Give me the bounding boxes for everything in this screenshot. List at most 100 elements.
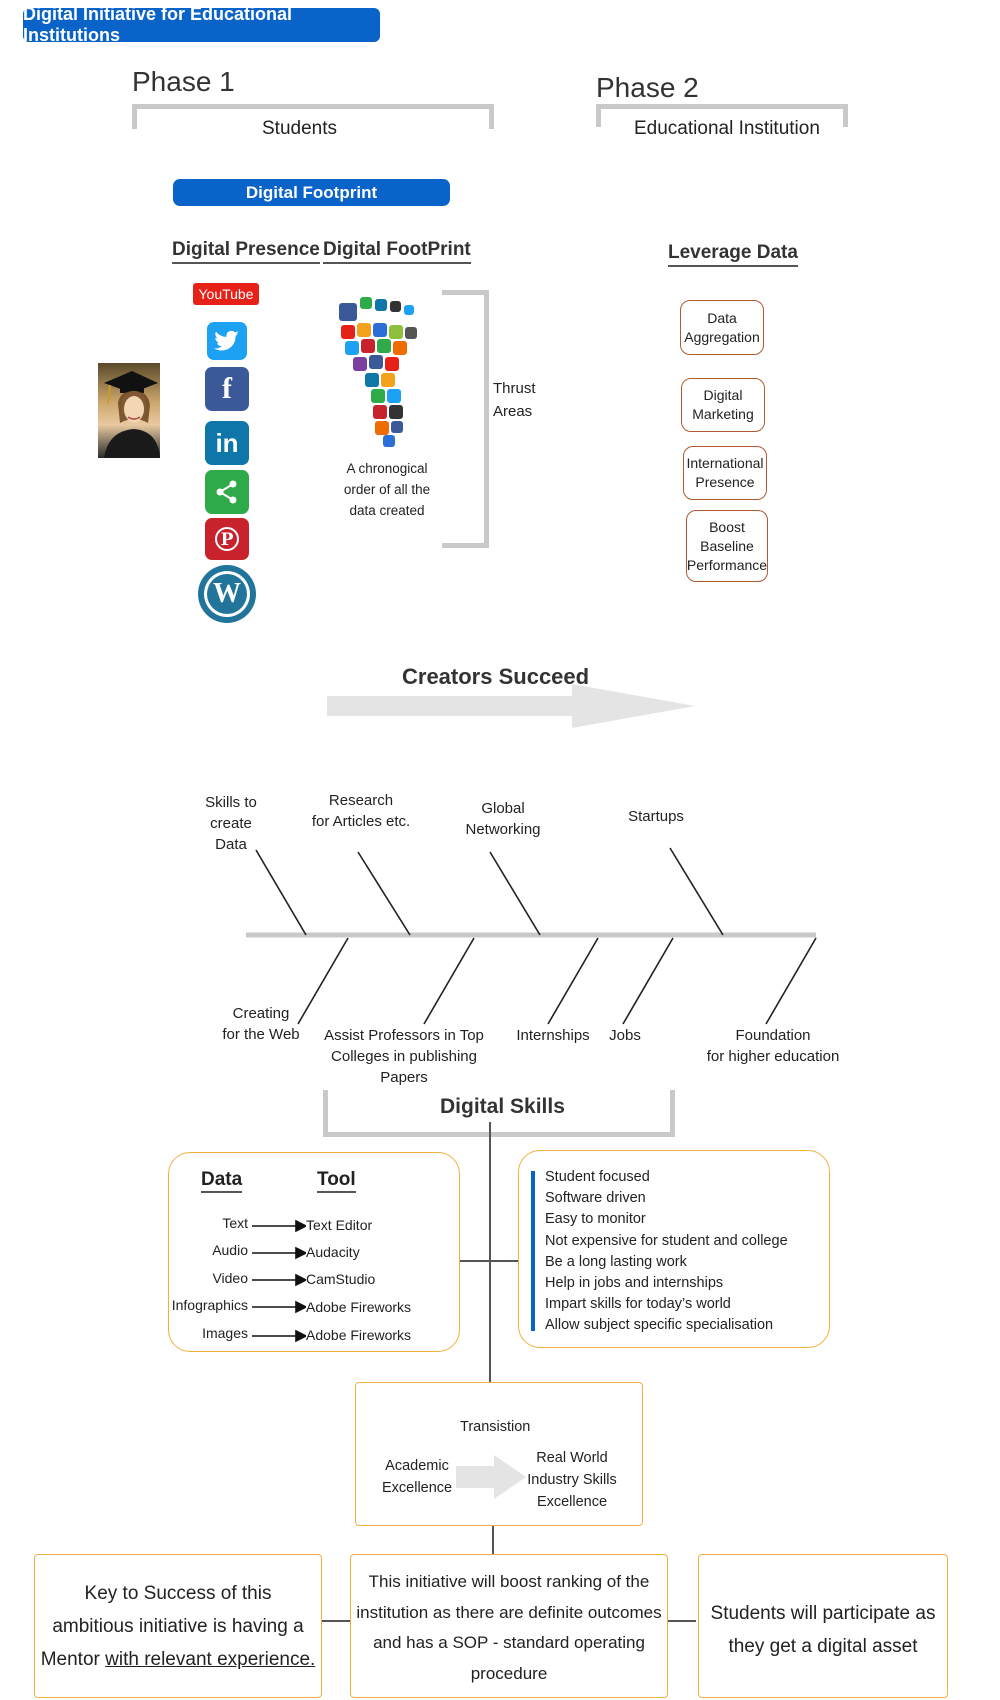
fish-line: Jobs — [609, 1027, 641, 1044]
linkedin-icon: in — [205, 421, 249, 465]
footprint-toes — [339, 297, 414, 321]
data-type: Infographics — [171, 1297, 248, 1313]
leverage-line: Baseline — [700, 537, 754, 554]
fish-line: Internships — [516, 1027, 590, 1044]
leverage-line: Marketing — [692, 406, 754, 422]
mentor-word: Mentor — [40, 1649, 106, 1670]
benefit-item: Help in jobs and internships — [545, 1275, 724, 1292]
footprint-sole — [341, 323, 417, 447]
transition-left-line: Academic — [385, 1458, 449, 1474]
leverage-line: Performance — [686, 556, 768, 573]
fish-line: Foundation — [735, 1027, 811, 1044]
fish-line: Startups — [628, 808, 684, 825]
transition-right-line: Excellence — [536, 1494, 608, 1510]
transition-right: Real World Industry Skills Excellence — [522, 1447, 622, 1513]
fishbone-bottom-label: Internships — [508, 1025, 598, 1046]
benefit-item: Easy to monitor — [545, 1211, 646, 1228]
benefit-item: Allow subject specific specialisation — [545, 1317, 774, 1334]
share-icon — [205, 470, 249, 514]
transition-box: Transistion Academic Excellence Real Wor… — [355, 1382, 643, 1526]
linkedin-glyph: in — [215, 427, 239, 458]
phase1-subtitle: Students — [262, 118, 337, 139]
fishbone-top-label: Research for Articles etc. — [298, 790, 424, 832]
banner: Digital Initiative for Educational Insti… — [23, 4, 380, 45]
mentor-line: ambitious initiative is having a — [52, 1616, 304, 1637]
pinterest-icon: P — [205, 518, 249, 560]
phase2-subtitle: Educational Institution — [634, 118, 820, 139]
fish-line: for the Web — [222, 1026, 300, 1043]
facebook-icon: f — [205, 367, 249, 411]
benefit-item: Software driven — [545, 1190, 646, 1207]
mentor-line: Key to Success of this — [84, 1583, 272, 1604]
connector-right-bottom — [666, 1620, 696, 1622]
graduate-avatar — [98, 363, 160, 458]
leverage-line: Data — [707, 309, 737, 326]
digital-presence-header: Digital Presence — [172, 239, 320, 264]
svg-text:P: P — [221, 530, 234, 550]
fishbone-top-label: Startups — [616, 806, 696, 827]
data-type: Images — [202, 1325, 248, 1341]
tool-header: Tool — [317, 1169, 356, 1193]
fishbone-top-bone — [669, 847, 724, 936]
footprint-caption-line: data created — [349, 503, 425, 518]
connector-vertical — [489, 1122, 491, 1412]
benefits-box: Student focused Software driven Easy to … — [518, 1150, 830, 1348]
tool-name: Audacity — [306, 1244, 360, 1260]
phase1-title: Phase 1 — [132, 66, 235, 97]
fish-line: Networking — [465, 821, 541, 838]
ranking-line: institution as there are definite outcom… — [356, 1602, 662, 1622]
connector-horizontal — [460, 1260, 518, 1262]
fishbone-top-bone — [357, 851, 411, 936]
digital-footprint-pill-label: Digital Footprint — [245, 182, 378, 202]
data-header: Data — [201, 1169, 243, 1193]
creators-succeed-arrow — [327, 684, 695, 728]
thrust-label-line: Thrust — [493, 380, 536, 397]
fish-line: for Articles etc. — [311, 813, 411, 830]
ranking-line: and has a SOP - standard operating — [373, 1633, 645, 1652]
fishbone-bottom-label: Jobs — [598, 1025, 652, 1046]
creators-succeed-title: Creators Succeed — [402, 664, 590, 689]
footprint-caption: A chronogical order of all the data crea… — [330, 458, 444, 521]
mentor-text: Key to Success of this ambitious initiat… — [35, 1577, 321, 1676]
footprint-icons-graphic — [339, 297, 417, 447]
facebook-glyph: f — [222, 372, 232, 405]
fish-line: Skills to — [205, 794, 257, 811]
benefit-item: Be a long lasting work — [545, 1253, 687, 1270]
data-type: Video — [212, 1270, 248, 1286]
fishbone-bottom-label: Foundation for higher education — [698, 1025, 848, 1067]
phase2-title: Phase 2 — [596, 72, 699, 103]
digital-skills-bracket — [323, 1090, 675, 1137]
participation-box: Students will participate as they get a … — [698, 1554, 948, 1698]
ranking-line: procedure — [470, 1663, 548, 1683]
thrust-bracket — [442, 290, 489, 548]
ranking-line: This initiative will boost ranking of th… — [368, 1572, 650, 1591]
mentor-box: Key to Success of this ambitious initiat… — [34, 1554, 322, 1698]
participation-line: they get a digital asset — [728, 1636, 918, 1657]
fishbone-top-bone — [489, 851, 541, 936]
fish-line: Creating — [232, 1005, 290, 1022]
leverage-line: International — [686, 455, 764, 471]
data-type: Audio — [212, 1242, 248, 1258]
benefit-item: Student focused — [545, 1169, 650, 1185]
footprint-caption-line: order of all the — [343, 482, 431, 497]
digital-footprint-pill: Digital Footprint — [173, 179, 450, 206]
twitter-icon — [207, 322, 247, 360]
leverage-line: Aggregation — [684, 328, 760, 345]
fish-line: Global — [481, 800, 525, 817]
arrow-icons — [252, 1219, 306, 1343]
leverage-line: Boost — [709, 518, 745, 535]
fishbone-diagram — [246, 847, 817, 1025]
fish-line: Papers — [380, 1069, 428, 1086]
fish-line: for higher education — [706, 1048, 840, 1065]
data-tool-box: Data Tool — [168, 1152, 460, 1352]
fish-line: Assist Professors in Top — [324, 1027, 484, 1044]
connector-left-bottom — [320, 1620, 350, 1622]
data-type: Text — [222, 1215, 248, 1231]
fish-line: Research — [328, 792, 394, 809]
transition-left: Academic Excellence — [382, 1455, 452, 1499]
transition-right-line: Industry Skills — [527, 1472, 617, 1488]
